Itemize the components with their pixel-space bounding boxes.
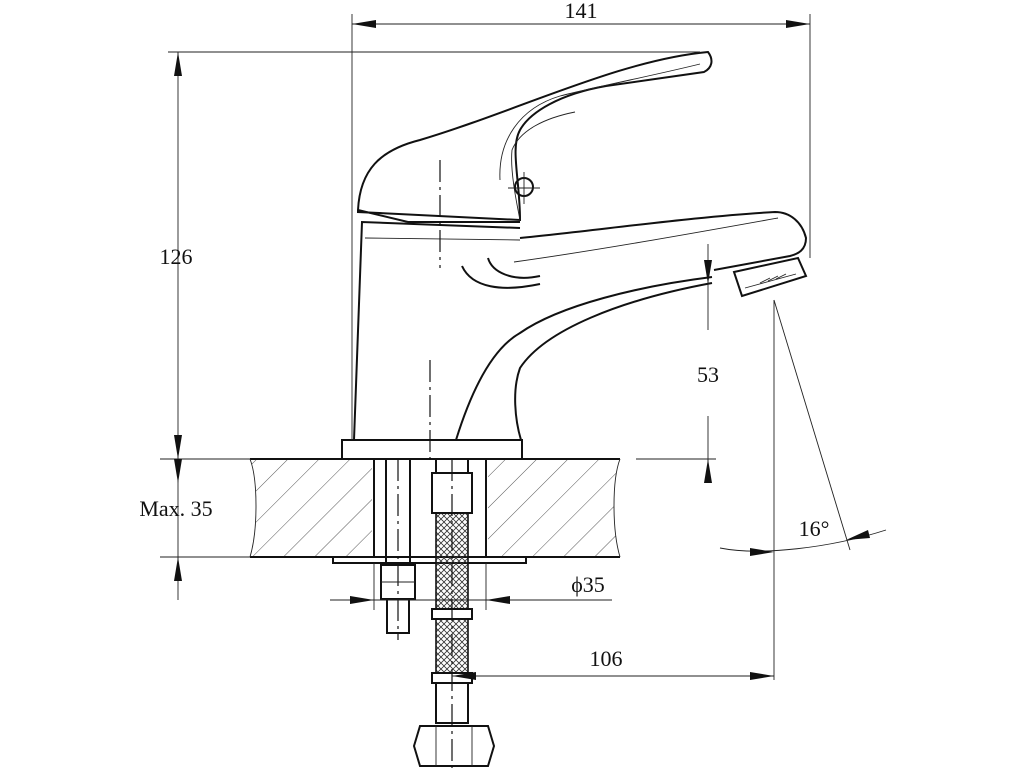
dimension-angle-label: 16° — [799, 516, 830, 541]
dimension-width: 141 — [351, 0, 811, 440]
dimension-height: 126 — [160, 51, 700, 460]
dimension-angle: 16° — [719, 299, 887, 680]
dimension-width-label: 141 — [565, 0, 598, 23]
countertop-section — [249, 458, 621, 564]
dimension-diameter-label: ϕ35 — [571, 572, 605, 597]
dimension-reach: 106 — [452, 646, 774, 680]
dimension-spout-height: 53 — [636, 244, 719, 483]
dimension-reach-label: 106 — [590, 646, 623, 671]
center-lines — [429, 160, 540, 460]
faucet-body — [341, 50, 808, 460]
mounting-stud — [380, 458, 416, 640]
dimension-height-label: 126 — [160, 244, 193, 269]
dimension-spout-height-label: 53 — [697, 362, 719, 387]
dimension-max-thickness-label: Max. 35 — [139, 496, 212, 521]
supply-hose — [412, 458, 496, 768]
dimension-diameter: ϕ35 — [330, 563, 612, 610]
dimension-max-thickness: Max. 35 — [139, 459, 250, 600]
